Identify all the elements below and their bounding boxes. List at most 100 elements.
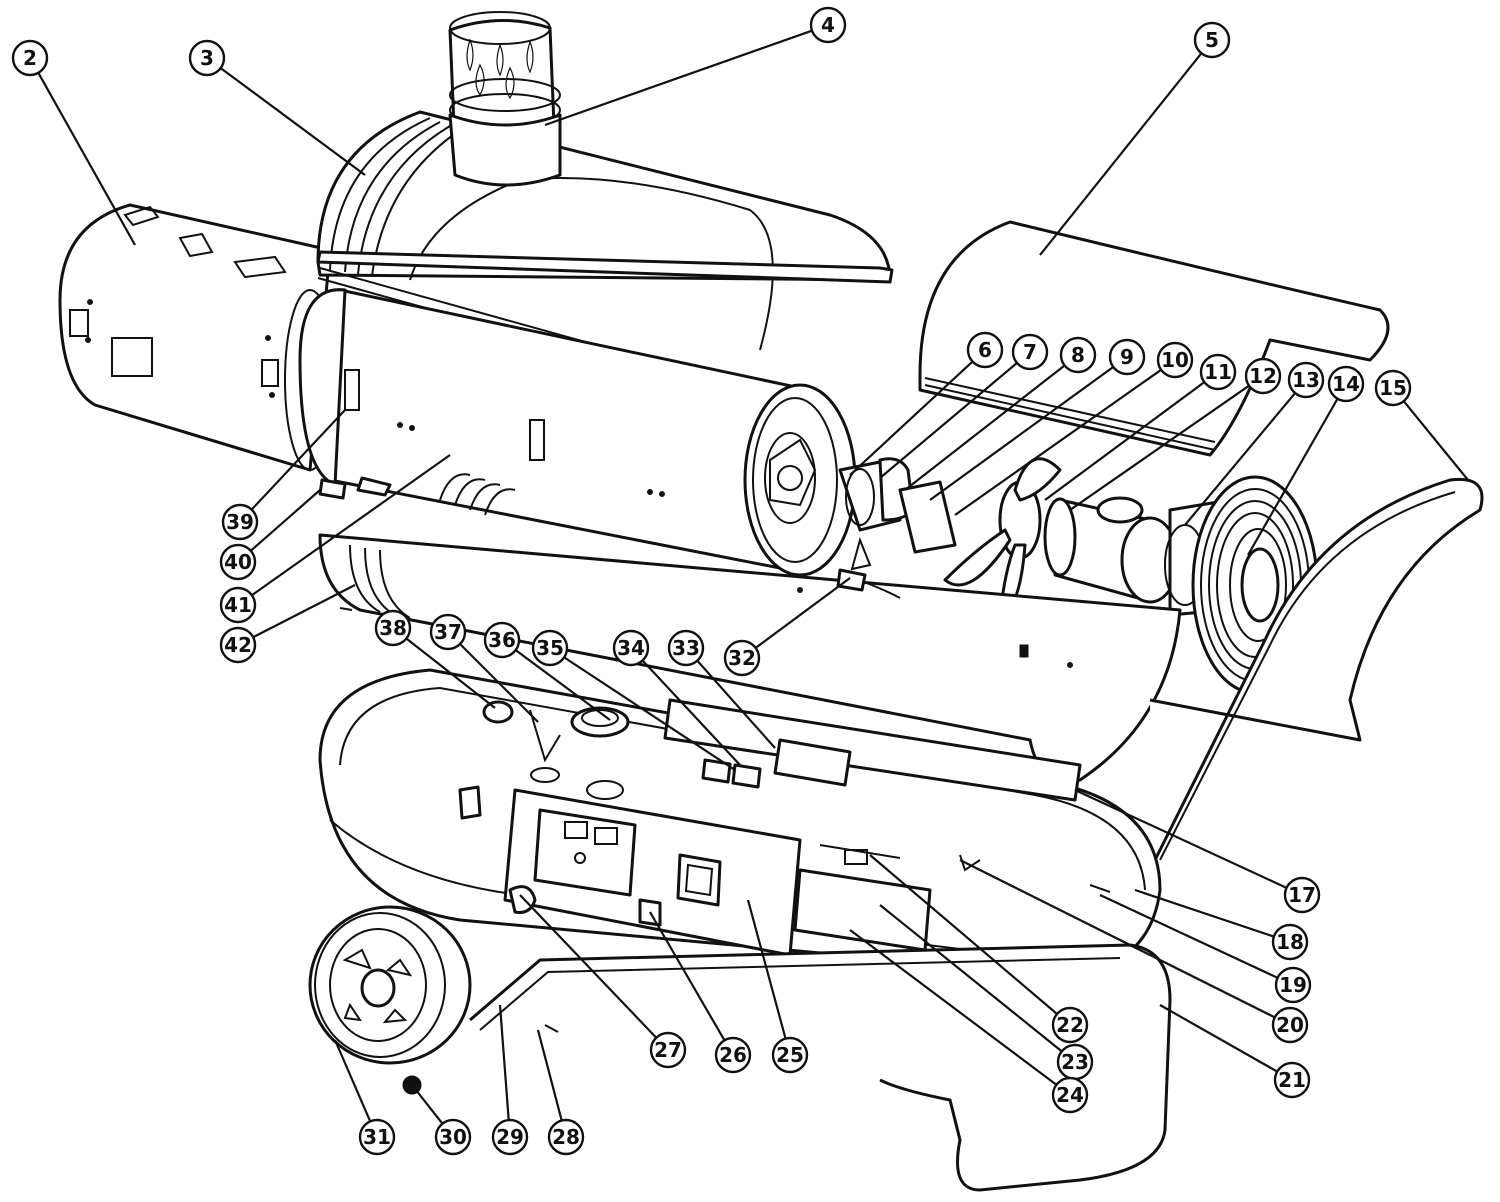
callout-41: 41 [219, 586, 257, 624]
callout-21: 21 [1273, 1061, 1311, 1099]
callout-number: 34 [617, 636, 645, 660]
callout-number: 36 [488, 628, 516, 652]
callout-leaders [37, 29, 1469, 1125]
callout-leader-28 [536, 1029, 563, 1121]
callout-number: 40 [224, 550, 252, 574]
callout-number: 13 [1292, 368, 1320, 392]
callout-29: 29 [491, 1118, 529, 1156]
callout-number: 22 [1056, 1013, 1084, 1037]
callout-32: 32 [723, 639, 761, 677]
wheel [308, 905, 472, 1095]
callout-leader-20 [959, 859, 1276, 1019]
callout-number: 14 [1332, 372, 1360, 396]
callout-number: 17 [1288, 883, 1316, 907]
callout-leader-18 [1134, 888, 1275, 938]
callout-39: 39 [221, 503, 259, 541]
callout-number: 38 [379, 616, 407, 640]
callout-leader-27 [519, 894, 658, 1039]
callout-leader-10 [954, 368, 1162, 516]
callout-12: 12 [1244, 357, 1282, 395]
callout-leader-25 [746, 899, 787, 1039]
callout-number: 4 [821, 13, 835, 37]
callout-circle [547, 1118, 585, 1156]
callout-circle [1287, 361, 1325, 399]
callout-circle [219, 586, 257, 624]
callout-24: 24 [1051, 1076, 1089, 1114]
callout-circle [219, 543, 257, 581]
callout-34: 34 [612, 629, 650, 667]
callout-33: 33 [667, 629, 705, 667]
callout-leader-34 [641, 659, 741, 766]
callout-circle [531, 629, 569, 667]
callout-circle [1051, 1006, 1089, 1044]
control-panel [503, 788, 802, 957]
callout-leader-35 [563, 656, 736, 771]
callout-circle [1051, 1076, 1089, 1114]
callout-circle [1274, 966, 1312, 1004]
callout-number: 6 [978, 338, 992, 362]
callout-number: 24 [1056, 1083, 1084, 1107]
callout-15: 15 [1374, 369, 1412, 407]
callout-9: 9 [1108, 338, 1146, 376]
callout-4: 4 [809, 6, 847, 44]
callout-5: 5 [1193, 21, 1231, 59]
callout-circle [483, 621, 521, 659]
callout-26: 26 [714, 1036, 752, 1074]
callout-circle [966, 331, 1004, 369]
callout-circle [491, 1118, 529, 1156]
callout-leader-21 [1159, 1004, 1278, 1073]
callout-31: 31 [358, 1118, 396, 1156]
callout-circle [714, 1036, 752, 1074]
callout-10: 10 [1156, 341, 1194, 379]
callout-19: 19 [1274, 966, 1312, 1004]
callout-35: 35 [531, 629, 569, 667]
callout-leader-42 [252, 584, 356, 639]
callout-number: 19 [1279, 973, 1307, 997]
flue-collar [448, 11, 562, 187]
callout-leader-7 [879, 362, 1018, 479]
callout-circle [1156, 341, 1194, 379]
callout-6: 6 [966, 331, 1004, 369]
callout-leader-29 [498, 1004, 510, 1121]
callout-8: 8 [1059, 336, 1097, 374]
callout-25: 25 [771, 1036, 809, 1074]
callout-number: 11 [1204, 360, 1232, 384]
handle-frame [1148, 477, 1484, 871]
callout-circle [1199, 353, 1237, 391]
callout-leader-9 [929, 366, 1114, 501]
callout-20: 20 [1271, 1006, 1309, 1044]
callout-30: 30 [434, 1118, 472, 1156]
callout-number: 41 [224, 593, 252, 617]
callout-18: 18 [1271, 923, 1309, 961]
callout-number: 26 [719, 1043, 747, 1067]
callout-number: 20 [1276, 1013, 1304, 1037]
callout-number: 12 [1249, 364, 1277, 388]
callout-number: 35 [536, 636, 564, 660]
callout-number: 7 [1023, 340, 1037, 364]
callout-leader-2 [37, 72, 136, 246]
callout-37: 37 [429, 613, 467, 651]
callout-leader-26 [649, 911, 726, 1041]
callout-leader-11 [1044, 381, 1205, 501]
callout-leader-3 [220, 67, 366, 176]
callout-number: 10 [1161, 348, 1189, 372]
callout-number: 25 [776, 1043, 804, 1067]
callout-circle [1273, 1061, 1311, 1099]
combustion-chamber [298, 288, 857, 577]
callout-leader-8 [904, 364, 1066, 491]
callout-circle [809, 6, 847, 44]
callout-number: 15 [1379, 376, 1407, 400]
callout-circle [1244, 357, 1282, 395]
loose-parts [318, 476, 1111, 893]
callout-40: 40 [219, 543, 257, 581]
callout-leader-23 [879, 904, 1063, 1053]
callout-number: 39 [226, 510, 254, 534]
callout-circle [1283, 876, 1321, 914]
callout-leader-33 [696, 659, 776, 749]
callout-number: 21 [1278, 1068, 1306, 1092]
callout-22: 22 [1051, 1006, 1089, 1044]
callout-circle [667, 629, 705, 667]
callout-circle [1374, 369, 1412, 407]
